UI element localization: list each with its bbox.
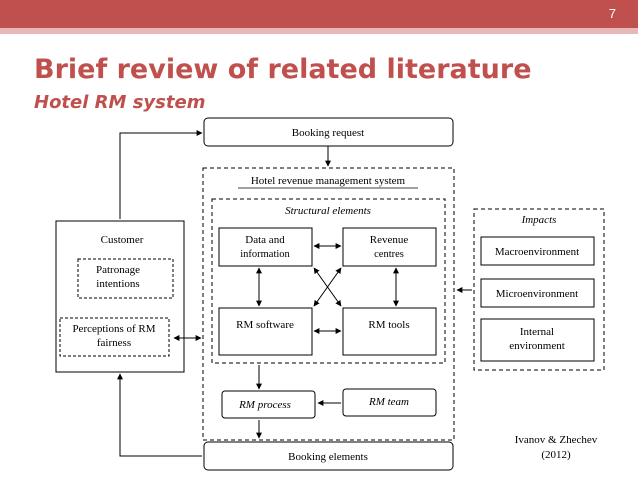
patronage-intentions-line2: intentions [96, 278, 139, 290]
structural-elements-title: Structural elements [285, 205, 371, 217]
internal-environment-line2: environment [509, 340, 565, 352]
arrow-booking-elements-customer [117, 373, 202, 457]
rm-tools-box [342, 307, 437, 356]
perceptions-fairness-box [59, 317, 170, 357]
rm-process-label: RM process [238, 399, 291, 411]
hrms-title: Hotel revenue management system [251, 175, 406, 187]
internal-environment-line1: Internal [520, 326, 554, 338]
hrms-boundary [202, 167, 455, 441]
customer-label: Customer [101, 234, 144, 246]
booking-elements-box [203, 441, 454, 471]
macroenvironment-label: Macroenvironment [495, 246, 579, 258]
rm-software-box [218, 307, 313, 356]
impacts-title: Impacts [521, 214, 557, 226]
data-information-label-line1: Data and [245, 234, 285, 246]
booking-request-label: Booking request [292, 127, 364, 139]
slide-title: Brief review of related literature [34, 54, 532, 85]
perceptions-fairness-line1: Perceptions of RM [72, 323, 155, 335]
customer-box [55, 220, 185, 373]
impacts-boundary [473, 208, 605, 371]
rm-software-label: RM software [236, 319, 294, 331]
perceptions-fairness-line2: fairness [97, 337, 131, 349]
macroenvironment-box [480, 236, 595, 266]
arrow-customer-booking-request [119, 130, 203, 219]
structural-elements-boundary [211, 198, 446, 364]
header-bar [0, 0, 638, 28]
rm-team-box [342, 388, 437, 417]
revenue-centres-box [342, 227, 437, 267]
slide-number: 7 [608, 6, 616, 21]
data-information-label-line2: information [240, 249, 290, 260]
booking-elements-label: Booking elements [288, 451, 368, 463]
microenvironment-box [480, 278, 595, 308]
patronage-intentions-box [77, 258, 174, 299]
rm-team-label: RM team [368, 396, 409, 408]
slide-subtitle: Hotel RM system [34, 92, 206, 113]
patronage-intentions-line1: Patronage [96, 264, 140, 276]
data-information-box [218, 227, 313, 267]
citation-authors: Ivanov & Zhechev [515, 434, 598, 446]
citation-year: (2012) [541, 449, 571, 461]
rm-process-box [221, 390, 316, 419]
internal-environment-box [480, 318, 595, 362]
header-accent-strip [0, 28, 638, 34]
revenue-centres-label-line2: centres [374, 249, 404, 260]
microenvironment-label: Microenvironment [496, 288, 578, 300]
rm-tools-label: RM tools [368, 319, 409, 331]
arrow-revenue-software [313, 267, 342, 307]
revenue-centres-label-line1: Revenue [370, 234, 409, 246]
